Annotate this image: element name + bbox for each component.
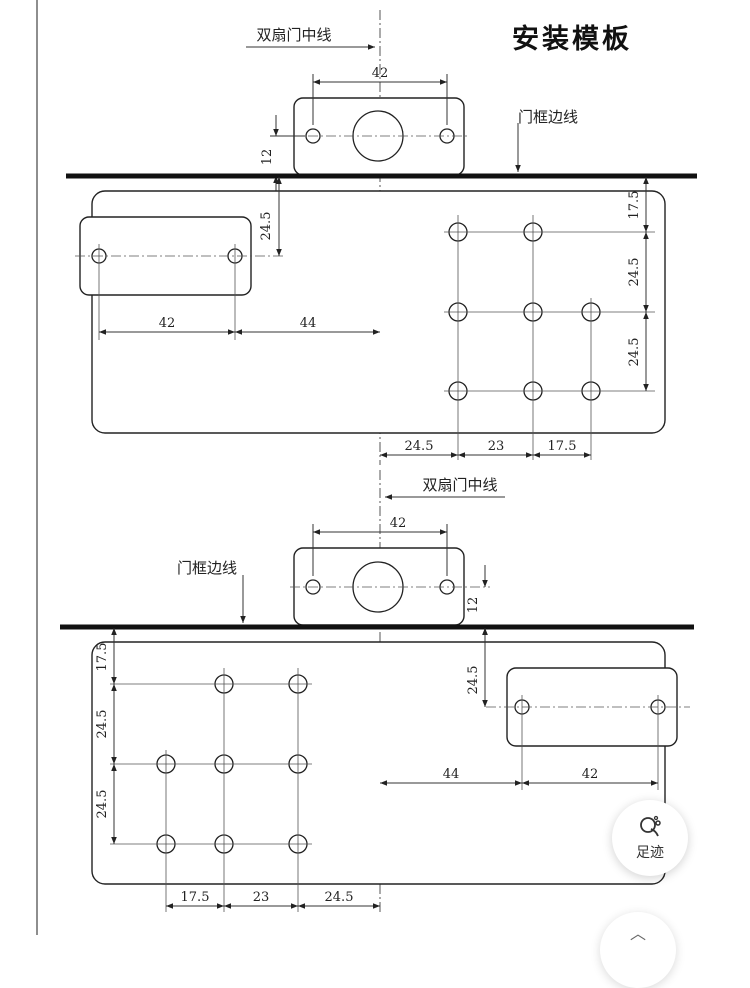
top-dim-right-v2: 24.5 (627, 338, 642, 367)
top-diagram: 双扇门中线 42 12 门框边线 24.5 42 (66, 10, 697, 465)
top-dim-bottom-h1: 24.5 (405, 439, 434, 454)
bottom-dim-left-v2: 24.5 (95, 790, 110, 819)
bottom-dim-bracket-height: 12 (466, 597, 481, 614)
footprint-label: 足迹 (636, 844, 664, 860)
bottom-dim-bottom-h1: 17.5 (181, 890, 210, 905)
top-hole-grid (444, 215, 655, 460)
bottom-hole-grid (110, 668, 312, 912)
top-dim-right-top: 17.5 (627, 191, 642, 220)
bottom-dim-bottom-h2: 23 (253, 890, 270, 905)
top-dim-plate-offset: 24.5 (259, 212, 274, 241)
top-dim-bracket-width: 42 (372, 66, 389, 81)
bottom-dim-bracket-width: 42 (390, 516, 407, 531)
bottom-center-line-label: 双扇门中线 (422, 476, 497, 494)
footprint-button[interactable]: 足迹 (612, 800, 688, 876)
bottom-frame-edge-label: 门框边线 (177, 559, 237, 577)
top-dim-plate-to-center: 44 (300, 316, 317, 331)
bottom-bracket-center-hole (352, 561, 404, 613)
top-frame-edge-label: 门框边线 (518, 108, 578, 126)
installation-template-drawing: 安装模板 双扇门中线 42 12 门框边线 (36, 0, 697, 935)
chevron-up-icon: ︿ (629, 924, 646, 943)
top-bracket-center-hole (352, 110, 404, 162)
top-dim-plate-width: 42 (159, 316, 176, 331)
top-center-line-label: 双扇门中线 (256, 26, 331, 44)
page-title: 安装模板 (512, 24, 632, 55)
bottom-diagram: 双扇门中线 42 12 门框边线 24.5 44 42 (60, 470, 694, 915)
bottom-dim-left-v1: 24.5 (95, 710, 110, 739)
top-dim-bracket-height: 12 (260, 149, 275, 166)
top-dim-right-v1: 24.5 (627, 258, 642, 287)
bottom-dim-plate-width: 42 (582, 767, 599, 782)
footprint-icon (640, 815, 661, 837)
bottom-dim-left-top: 17.5 (95, 643, 110, 672)
top-dim-bottom-h2: 23 (488, 439, 505, 454)
bottom-dim-plate-offset: 24.5 (466, 666, 481, 695)
bottom-dim-center-to-plate: 44 (443, 767, 460, 782)
scroll-top-button[interactable]: ︿ (600, 912, 676, 988)
bottom-dim-bottom-h3: 24.5 (325, 890, 354, 905)
top-dim-bottom-h3: 17.5 (548, 439, 577, 454)
